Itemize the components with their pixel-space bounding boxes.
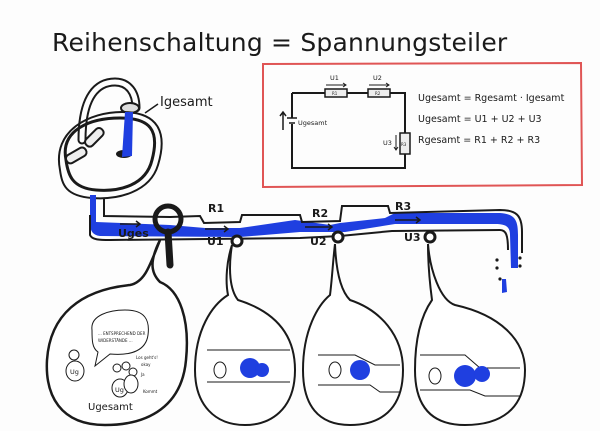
pipe-u1-label: U1 xyxy=(207,235,224,248)
pipe-uges-label: Uges xyxy=(118,227,149,240)
speaker-head xyxy=(68,349,80,361)
circuit-resistor-1 xyxy=(324,88,348,98)
bubble-caption-ugesamt: Ugesamt xyxy=(88,402,133,413)
circuit-u1-label: U1 xyxy=(330,74,339,82)
bubble-u1-gate xyxy=(240,358,260,378)
bubble-u3-water xyxy=(454,365,476,387)
circuit-box: Ugesamt U1 U2 U3 R1 R2 R3 Ugesamt = Rges… xyxy=(262,61,584,189)
pipe-r2-label: R2 xyxy=(312,207,328,220)
circuit-u3-label: U3 xyxy=(383,139,392,147)
uges-arrow-icon xyxy=(120,220,142,228)
tap-handle-2 xyxy=(64,146,88,165)
bubble-u3-outline xyxy=(413,243,527,427)
u1-arrow-icon xyxy=(326,82,347,88)
circuit-resistor-3 xyxy=(399,132,411,155)
bubble-u1-outline xyxy=(193,244,297,427)
circuit-wire xyxy=(291,92,406,169)
faucet-spout-inner xyxy=(79,79,139,143)
bubble-u1: U1 xyxy=(193,244,297,427)
circuit-r2-label: R2 xyxy=(375,91,381,96)
water-drips xyxy=(495,256,522,281)
crowd-label: Ug xyxy=(115,386,124,394)
crowd-line-4: Kommt xyxy=(143,389,158,394)
bubble-u1-water xyxy=(255,363,269,377)
speech-line-2: WIDERSTÄNDE ... xyxy=(98,338,133,343)
bubble-u2-outline xyxy=(301,243,405,427)
pipe-u2-label: U2 xyxy=(310,235,327,248)
gauge-3 xyxy=(423,230,437,244)
pipe-outline-top xyxy=(103,198,523,253)
bubble-u2-water xyxy=(350,360,370,380)
gauge-2 xyxy=(331,230,345,244)
bubble-u3-figure xyxy=(428,367,442,385)
bubble-u3-pipe xyxy=(420,354,520,397)
bubble-u3-water-2 xyxy=(474,366,490,382)
speech-line-1: ... ENTSPRECHEND DER xyxy=(98,331,146,336)
pipe-outline-bottom xyxy=(89,215,509,251)
gauge-1 xyxy=(230,234,244,248)
u3-pipe-arrow-icon xyxy=(395,216,422,224)
circuit-resistor-2 xyxy=(367,88,391,98)
pipe-system: R1 R2 R3 Uges U1 U2 U3 xyxy=(89,195,523,293)
circuit-r3-label: R3 xyxy=(401,142,407,147)
crowd-line-1: Los geht's! xyxy=(136,355,158,360)
u2-arrow-icon xyxy=(369,82,390,88)
circuit-u2-label: U2 xyxy=(373,74,382,82)
speech-bubble xyxy=(91,309,149,368)
u2-pipe-arrow-icon xyxy=(305,223,334,231)
igesamt-label: Igesamt xyxy=(160,95,213,110)
speaker-label: Ug xyxy=(70,368,79,376)
pipe-r3-label: R3 xyxy=(395,200,411,213)
page-title: Reihenschaltung = Spannungsteiler xyxy=(52,28,508,57)
faucet-sink: Igesamt xyxy=(57,77,213,200)
crowd-line-2: okay xyxy=(141,362,151,367)
crowd-line-3: Ja xyxy=(140,372,145,377)
tap-handle-1 xyxy=(84,127,105,148)
source-label: Ugesamt xyxy=(298,119,328,127)
sink-basin-rim xyxy=(57,110,163,200)
circuit-box-frame xyxy=(262,61,584,189)
formula-voltage-sum: Ugesamt = U1 + U2 + U3 xyxy=(418,114,542,125)
bubble-u2-figure xyxy=(328,361,342,379)
bubble-u2-pipe xyxy=(318,354,400,393)
pipe-r1-label: R1 xyxy=(208,202,224,215)
water-stream xyxy=(122,112,133,157)
u3-arrow-icon xyxy=(393,135,399,151)
formula-ohm: Ugesamt = Rgesamt · Igesamt xyxy=(418,93,565,104)
circuit-r1-label: R1 xyxy=(332,91,338,96)
crowd xyxy=(111,361,139,398)
sink-basin xyxy=(63,116,157,192)
bubble-u1-figure xyxy=(213,361,227,379)
u1-pipe-arrow-icon xyxy=(205,225,230,233)
bubble-total: ... ENTSPRECHEND DER WIDERSTÄNDE ... Ug … xyxy=(45,239,189,427)
pipe-u3-label: U3 xyxy=(404,231,421,244)
bubble-u1-pipe xyxy=(207,349,290,383)
bubble-u2: U2 xyxy=(301,243,405,427)
bubble-u3: U3 xyxy=(413,243,527,427)
speaker-body xyxy=(65,360,85,382)
formula-resistance-sum: Rgesamt = R1 + R2 + R3 xyxy=(418,135,540,146)
source-voltage-arrow-icon xyxy=(279,110,287,130)
igesamt-pointer xyxy=(144,103,159,114)
gauge-total-stem xyxy=(164,228,174,269)
water-drip-blue xyxy=(502,279,507,293)
